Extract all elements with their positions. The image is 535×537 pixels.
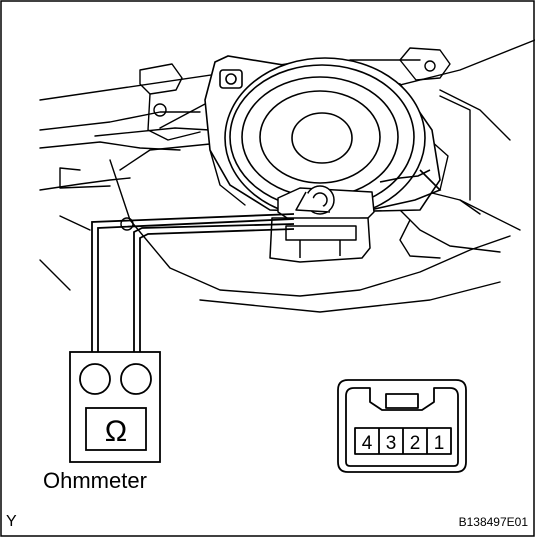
test-leads	[91, 213, 295, 352]
ohmmeter-terminal-left	[79, 363, 111, 395]
ohmmeter-label: Ohmmeter	[43, 468, 147, 493]
connector-pin-label: 4	[362, 433, 373, 454]
connector-front-view	[337, 379, 467, 473]
figure-id: B138497E01	[459, 515, 529, 529]
speaker-connector	[269, 185, 375, 263]
ohmmeter-symbol: Ω	[105, 415, 127, 448]
connector-pin-label: 3	[386, 433, 397, 454]
footer-left-code: Y	[6, 513, 17, 530]
door-panel-illustration	[39, 39, 535, 313]
ohmmeter-display	[85, 407, 147, 451]
speaker-icon	[204, 55, 442, 219]
ohmmeter-terminal-right	[120, 363, 152, 395]
connector-pin-label: 2	[410, 433, 421, 454]
connector-pin-label: 1	[434, 433, 445, 454]
ohmmeter-icon: Ω	[69, 351, 161, 463]
